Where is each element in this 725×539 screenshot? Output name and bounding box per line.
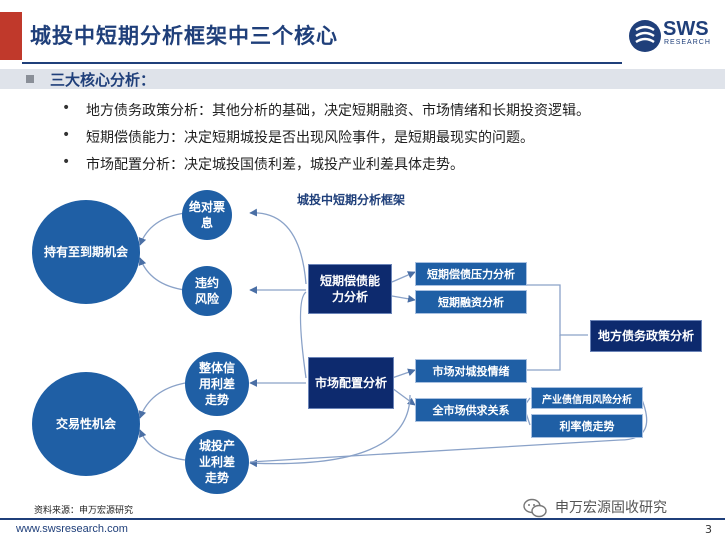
absolute-coupon-circle: 绝对票息: [182, 190, 232, 240]
policy-analysis-box: 地方债务政策分析: [590, 320, 702, 352]
wechat-icon: [523, 498, 547, 518]
solvency-analysis-box: 短期偿债能力分析: [308, 264, 392, 314]
bullet-dot-icon: •: [62, 100, 71, 116]
default-risk-circle: 违约风险: [182, 266, 232, 316]
rate-bond-trend-box: 利率债走势: [531, 414, 643, 438]
source-note: 资料来源：申万宏源研究: [34, 506, 134, 516]
title-bar: [0, 0, 725, 72]
overall-credit-spread-circle: 整体信用利差走势: [185, 352, 249, 416]
title-accent: [0, 12, 22, 60]
page-number: 3: [705, 523, 712, 536]
industry-credit-risk-box: 产业债信用风险分析: [531, 387, 643, 409]
sws-logo-icon: [629, 20, 661, 52]
short-financing-box: 短期融资分析: [415, 290, 527, 314]
trading-opportunity-circle: 交易性机会: [32, 372, 140, 476]
industry-spread-circle: 城投产业利差走势: [185, 430, 249, 494]
diagram-title: 城投中短期分析框架: [297, 193, 406, 207]
square-bullet-icon: [26, 75, 34, 83]
footer-rule: [0, 518, 725, 520]
logo-subtext: RESEARCH: [664, 39, 711, 46]
market-supply-demand-box: 全市场供求关系: [415, 398, 527, 422]
solvency-pressure-box: 短期偿债压力分析: [415, 262, 527, 286]
market-allocation-box: 市场配置分析: [308, 357, 394, 409]
bullet-dot-icon: •: [62, 127, 71, 143]
market-sentiment-box: 市场对城投情绪: [415, 359, 527, 383]
section-heading-bar: [0, 69, 725, 89]
footer-url-link[interactable]: www.swsresearch.com: [16, 523, 128, 535]
section-heading: 三大核心分析：: [50, 71, 156, 89]
page-title: 城投中短期分析框架中三个核心: [30, 24, 338, 48]
bullet-dot-icon: •: [62, 154, 71, 170]
bullet-item: 市场配置分析：决定城投国债利差，城投产业利差具体走势。: [86, 157, 464, 173]
logo-text: SWS: [663, 18, 709, 40]
hold-to-maturity-circle: 持有至到期机会: [32, 200, 140, 304]
watermark-text: 申万宏源固收研究: [555, 500, 667, 516]
bullet-item: 短期偿债能力：决定短期城投是否出现风险事件，是短期最现实的问题。: [86, 130, 534, 146]
bullet-item: 地方债务政策分析：其他分析的基础，决定短期融资、市场情绪和长期投资逻辑。: [86, 103, 590, 119]
title-rule: [22, 62, 622, 64]
